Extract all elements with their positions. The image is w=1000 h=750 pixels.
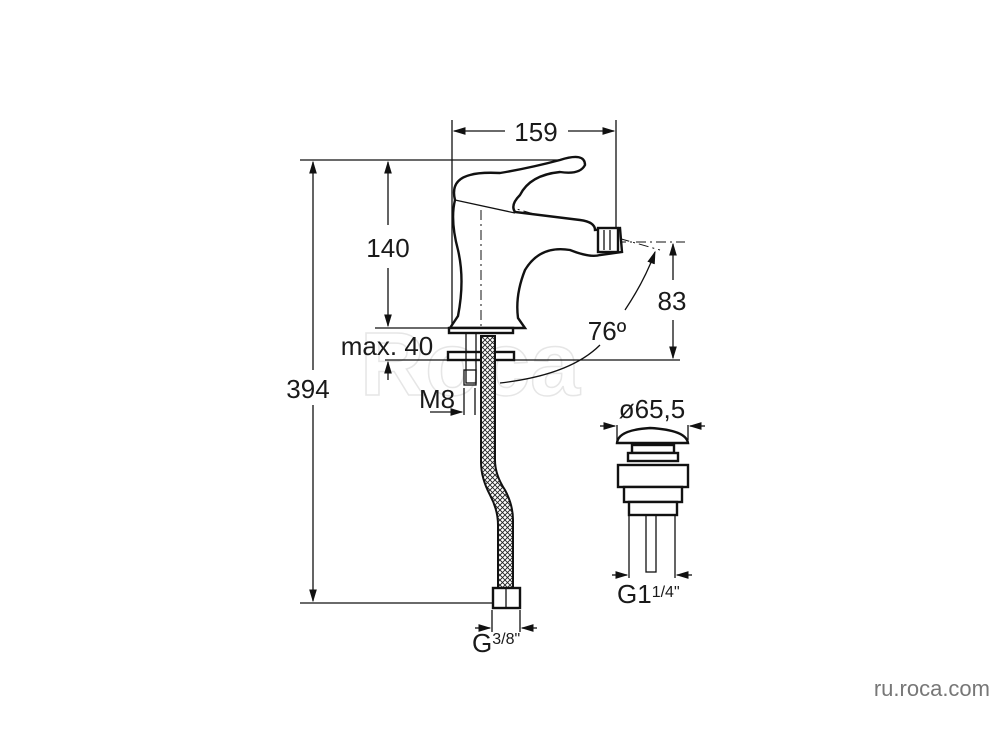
dim-140: 140: [366, 160, 450, 329]
angle-76-label: 76º: [588, 316, 627, 346]
waste-thread-label: G11/4": [617, 579, 680, 609]
dim-total-height: 394: [286, 159, 580, 604]
dim-hose-thread: G3/8": [472, 610, 537, 658]
dim-max-40: max. 40: [341, 331, 680, 380]
dim-waste-thread: G11/4": [612, 515, 692, 609]
dim-83-label: 83: [658, 286, 687, 316]
waste-diameter-label: ø65,5: [619, 394, 686, 424]
dim-waste-diameter: ø65,5: [600, 394, 705, 440]
m8-label: M8: [419, 384, 455, 414]
dim-max40-label: max. 40: [341, 331, 434, 361]
dim-width: 159: [451, 117, 617, 330]
m8-threaded-rod: [465, 332, 477, 384]
click-clack-waste: [615, 426, 690, 573]
dim-83: 83: [616, 241, 687, 360]
dim-394-label: 394: [286, 374, 329, 404]
dim-159-label: 159: [514, 117, 557, 147]
website-url: ru.roca.com: [874, 676, 990, 701]
flexible-hose: [480, 335, 522, 610]
dim-m8: M8: [419, 384, 476, 416]
hose-thread-label: G3/8": [472, 628, 520, 658]
bidet-spray-nozzle: [596, 226, 620, 254]
angle-76: 76º: [484, 199, 661, 384]
dim-140-label: 140: [366, 233, 409, 263]
